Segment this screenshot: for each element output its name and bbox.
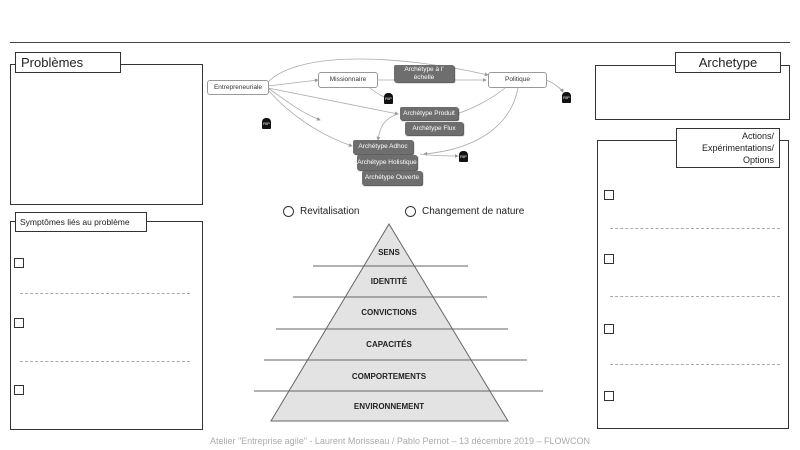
pyramid-level-capacites: CAPACITÉS xyxy=(366,340,412,349)
revitalisation-radio[interactable] xyxy=(283,206,294,217)
problems-title: Problèmes xyxy=(21,55,84,70)
node-archetype-adhoc: Archétype Adhoc xyxy=(353,140,413,154)
symptoms-title: Symptômes liés au problème xyxy=(20,217,130,227)
action-checkbox-3[interactable] xyxy=(604,324,614,334)
symptom-checkbox-3[interactable] xyxy=(14,385,24,395)
revitalisation-label: Revitalisation xyxy=(300,206,360,217)
node-missionnaire: Missionnaire xyxy=(318,72,378,88)
node-entrepreneuriale: Entrepreneuriale xyxy=(207,80,269,95)
changement-nature-radio[interactable] xyxy=(405,206,416,217)
pyramid-level-identite: IDENTITÉ xyxy=(370,277,408,286)
action-checkbox-2[interactable] xyxy=(604,254,614,264)
node-archetype-holistique: Archétype Holistique xyxy=(357,155,417,170)
tombstone-icon-3: RIP xyxy=(562,92,571,103)
tombstone-icon-1: RIP xyxy=(262,118,271,129)
actions-title-box: Actions/ Expérimentations/ Options xyxy=(676,128,780,168)
problems-title-box: Problèmes xyxy=(15,52,121,73)
node-archetype-produit: Archétype Produit xyxy=(400,107,458,120)
node-archetype-flux: Archétype Flux xyxy=(405,122,463,135)
action-divider-2 xyxy=(610,296,780,297)
action-divider-1 xyxy=(610,228,780,229)
node-archetype-ouverte: Archétype Ouverte xyxy=(362,171,422,185)
archetype-title-box: Archetype xyxy=(675,52,781,73)
node-politique: Politique xyxy=(488,72,547,88)
archetype-panel[interactable] xyxy=(595,65,790,120)
symptom-divider-2 xyxy=(20,361,190,362)
pyramid-level-sens: SENS xyxy=(378,248,400,257)
symptom-divider-1 xyxy=(20,293,190,294)
pyramid-level-environnement: ENVIRONNEMENT xyxy=(353,402,425,411)
action-divider-3 xyxy=(610,364,780,365)
node-archetype-echelle: Archétype à l' échelle xyxy=(394,65,454,82)
pyramid-level-convictions: CONVICTIONS xyxy=(361,308,417,317)
archetype-title: Archetype xyxy=(698,55,758,70)
action-checkbox-4[interactable] xyxy=(604,391,614,401)
top-divider xyxy=(10,42,790,43)
pyramid-shape xyxy=(270,223,509,422)
tombstone-icon-4: RIP xyxy=(459,151,468,162)
symptom-checkbox-1[interactable] xyxy=(14,258,24,268)
symptom-checkbox-2[interactable] xyxy=(14,318,24,328)
changement-nature-label: Changement de nature xyxy=(422,206,525,217)
footer-credits: Atelier "Entreprise agile" - Laurent Mor… xyxy=(209,436,591,446)
action-checkbox-1[interactable] xyxy=(604,190,614,200)
actions-title: Actions/ Expérimentations/ Options xyxy=(701,130,774,166)
actions-panel xyxy=(597,140,789,429)
tombstone-icon-2: RIP xyxy=(384,93,393,104)
problems-panel[interactable] xyxy=(10,64,203,205)
symptoms-title-box: Symptômes liés au problème xyxy=(15,212,147,232)
pyramid-level-comportements: COMPORTEMENTS xyxy=(351,372,427,381)
